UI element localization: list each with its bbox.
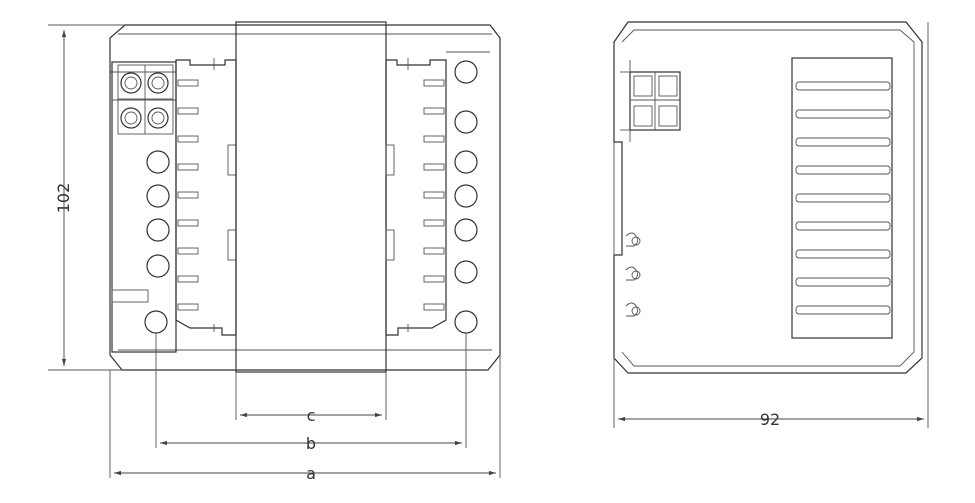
dimension-a: a bbox=[114, 464, 496, 483]
front-view: 102 c b a bbox=[48, 21, 501, 483]
transformer-core bbox=[235, 21, 387, 373]
c-label: c bbox=[307, 406, 316, 425]
front-housing-outline bbox=[109, 24, 501, 371]
right-coil-former bbox=[385, 58, 447, 336]
dimension-depth: 92 bbox=[618, 410, 924, 429]
vent-slots bbox=[795, 81, 891, 315]
a-label: a bbox=[306, 464, 316, 483]
dimension-height: 102 bbox=[54, 30, 73, 366]
front-extension-lines bbox=[48, 24, 501, 478]
left-coil-former bbox=[175, 58, 237, 336]
right-terminal-circles bbox=[446, 51, 490, 334]
screw-terminals bbox=[120, 72, 169, 129]
left-terminal-block bbox=[111, 61, 177, 353]
side-extension-lines bbox=[613, 22, 929, 428]
b-label: b bbox=[306, 434, 316, 453]
side-view: 92 bbox=[613, 21, 929, 429]
left-terminal-circles bbox=[144, 150, 170, 334]
mounting-clips bbox=[625, 232, 641, 317]
dimension-b: b bbox=[160, 434, 462, 453]
side-housing-outline bbox=[613, 21, 923, 374]
dimension-c: c bbox=[240, 406, 382, 425]
height-label: 102 bbox=[54, 183, 73, 214]
depth-label: 92 bbox=[760, 410, 780, 429]
side-terminal-block bbox=[620, 71, 681, 131]
